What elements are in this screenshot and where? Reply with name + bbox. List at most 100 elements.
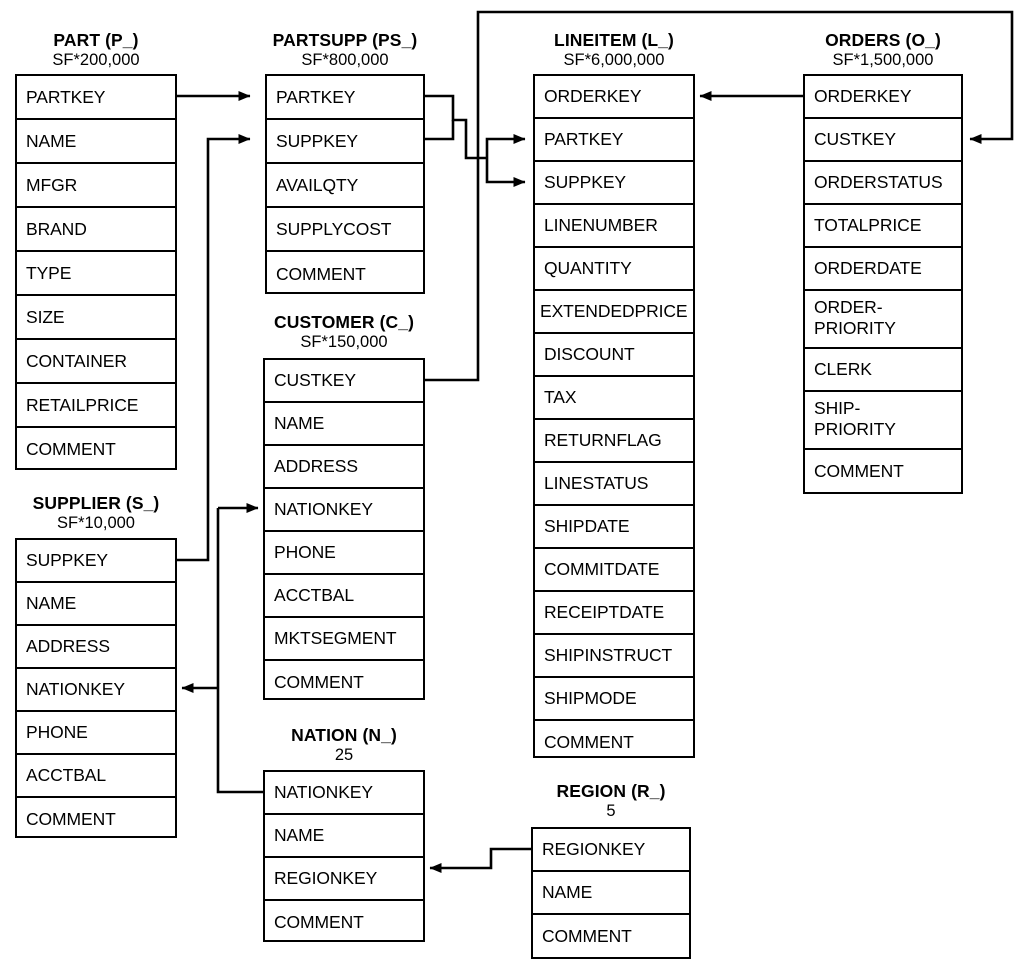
attr-orders-shippriority: SHIP- PRIORITY [805, 392, 961, 450]
attr-lineitem-linenumber: LINENUMBER [535, 205, 693, 248]
attr-nation-nationkey: NATIONKEY [265, 772, 423, 815]
attr-region-comment: COMMENT [542, 926, 632, 946]
entity-supplier-title: SUPPLIER (S_) [32, 493, 160, 513]
attr-partsupp-partkey: PARTKEY [267, 76, 423, 120]
wire-partsupp-lineitem-partkey [485, 134, 526, 158]
attr-orders-orderpriority: ORDER- PRIORITY [805, 291, 961, 349]
entity-lineitem-title: LINEITEM (L_) [554, 30, 674, 50]
attr-lineitem-tax: TAX [535, 377, 693, 420]
attr-customer-mktsegment: MKTSEGMENT [265, 618, 423, 661]
entity-orders-cardinality: SF*1,500,000 [832, 51, 934, 69]
attr-supplier-name: NAME [17, 583, 175, 626]
entity-partsupp-table: PARTKEY SUPPKEY AVAILQTY SUPPLYCOST COMM… [265, 74, 425, 294]
attr-customer-nationkey: NATIONKEY [265, 489, 423, 532]
entity-supplier-cardinality: SF*10,000 [57, 514, 135, 532]
attr-orders-orderdate: ORDERDATE [805, 248, 961, 291]
attr-lineitem-linestatus: LINESTATUS [535, 463, 693, 506]
wire-region-nation [429, 847, 531, 873]
attr-lineitem-extendedprice: EXTENDEDPRICE [535, 291, 693, 334]
attr-lineitem-partkey: PARTKEY [535, 119, 693, 162]
attr-orders-orderstatus: ORDERSTATUS [805, 162, 961, 205]
attr-customer-comment: COMMENT [274, 671, 364, 692]
entity-orders-title: ORDERS (O_) [825, 30, 941, 50]
entity-part: PART (P_) SF*200,000 [15, 30, 177, 71]
attr-supplier-suppkey: SUPPKEY [17, 540, 175, 583]
entity-region-cardinality: 5 [606, 802, 616, 820]
attr-part-brand: BRAND [17, 208, 175, 252]
entity-supplier-table: SUPPKEY NAME ADDRESS NATIONKEY PHONE ACC… [15, 538, 177, 838]
entity-region-table: REGIONKEY NAME COMMENT [531, 827, 691, 959]
attr-supplier-comment: COMMENT [26, 808, 116, 829]
attr-supplier-acctbal: ACCTBAL [17, 755, 175, 798]
entity-region-title: REGION (R_) [556, 781, 666, 801]
wire-partsupp-lineitem-suppkey [485, 158, 526, 187]
wire-partsupp-merge-top [425, 94, 487, 160]
attr-part-type: TYPE [17, 252, 175, 296]
attr-region-regionkey: REGIONKEY [533, 829, 689, 872]
attr-orders-totalprice: TOTALPRICE [805, 205, 961, 248]
attr-orders-custkey: CUSTKEY [805, 119, 961, 162]
entity-orders-table: ORDERKEY CUSTKEY ORDERSTATUS TOTALPRICE … [803, 74, 963, 494]
entity-partsupp: PARTSUPP (PS_) SF*800,000 [265, 30, 425, 71]
entity-lineitem: LINEITEM (L_) SF*6,000,000 [533, 30, 695, 71]
attr-customer-name: NAME [265, 403, 423, 446]
attr-partsupp-availqty: AVAILQTY [267, 164, 423, 208]
attr-part-container: CONTAINER [17, 340, 175, 384]
entity-customer-cardinality: SF*150,000 [300, 333, 388, 351]
entity-part-cardinality: SF*200,000 [52, 51, 140, 69]
entity-lineitem-cardinality: SF*6,000,000 [563, 51, 665, 69]
attr-lineitem-suppkey: SUPPKEY [535, 162, 693, 205]
wire-supplier-partsupp [177, 134, 251, 562]
entity-part-title: PART (P_) [53, 30, 139, 50]
attr-lineitem-shipmode: SHIPMODE [535, 678, 693, 721]
attr-lineitem-returnflag: RETURNFLAG [535, 420, 693, 463]
attr-part-mfgr: MFGR [17, 164, 175, 208]
entity-nation-table: NATIONKEY NAME REGIONKEY COMMENT [263, 770, 425, 942]
wire-partsupp-merge-bottom [425, 120, 455, 141]
attr-part-size: SIZE [17, 296, 175, 340]
entity-customer-title: CUSTOMER (C_) [273, 312, 414, 332]
attr-lineitem-comment: COMMENT [544, 732, 634, 752]
attr-orders-orderkey: ORDERKEY [805, 76, 961, 119]
attr-customer-phone: PHONE [265, 532, 423, 575]
entity-customer-table: CUSTKEY NAME ADDRESS NATIONKEY PHONE ACC… [263, 358, 425, 700]
entity-lineitem-table: ORDERKEY PARTKEY SUPPKEY LINENUMBER QUAN… [533, 74, 695, 758]
attr-part-comment: COMMENT [26, 439, 116, 459]
attr-lineitem-commitdate: COMMITDATE [535, 549, 693, 592]
attr-customer-acctbal: ACCTBAL [265, 575, 423, 618]
attr-lineitem-receiptdate: RECEIPTDATE [535, 592, 693, 635]
entity-partsupp-title: PARTSUPP (PS_) [272, 30, 418, 50]
attr-supplier-nationkey: NATIONKEY [17, 669, 175, 712]
attr-supplier-phone: PHONE [17, 712, 175, 755]
attr-customer-custkey: CUSTKEY [265, 360, 423, 403]
attr-part-name: NAME [17, 120, 175, 164]
attr-region-name: NAME [533, 872, 689, 915]
attr-orders-comment: COMMENT [814, 461, 904, 481]
attr-lineitem-quantity: QUANTITY [535, 248, 693, 291]
attr-partsupp-supplycost: SUPPLYCOST [267, 208, 423, 252]
entity-nation-title: NATION (N_) [291, 725, 397, 745]
entity-supplier: SUPPLIER (S_) SF*10,000 [15, 493, 177, 534]
attr-nation-comment: COMMENT [274, 911, 364, 932]
entity-part-table: PARTKEY NAME MFGR BRAND TYPE SIZE CONTAI… [15, 74, 177, 470]
attr-partsupp-suppkey: SUPPKEY [267, 120, 423, 164]
attr-lineitem-shipdate: SHIPDATE [535, 506, 693, 549]
entity-orders: ORDERS (O_) SF*1,500,000 [803, 30, 963, 71]
attr-nation-regionkey: REGIONKEY [265, 858, 423, 901]
attr-nation-name: NAME [265, 815, 423, 858]
entity-customer: CUSTOMER (C_) SF*150,000 [263, 312, 425, 353]
entity-nation-cardinality: 25 [334, 746, 354, 764]
entity-partsupp-cardinality: SF*800,000 [301, 51, 389, 69]
entity-nation: NATION (N_) 25 [263, 725, 425, 766]
attr-customer-address: ADDRESS [265, 446, 423, 489]
entity-region: REGION (R_) 5 [531, 781, 691, 822]
attr-lineitem-shipinstruct: SHIPINSTRUCT [535, 635, 693, 678]
attr-partsupp-comment: COMMENT [276, 263, 366, 284]
wire-nation-trunk [216, 508, 263, 794]
attr-part-partkey: PARTKEY [17, 76, 175, 120]
attr-part-retailprice: RETAILPRICE [17, 384, 175, 428]
attr-lineitem-discount: DISCOUNT [535, 334, 693, 377]
attr-supplier-address: ADDRESS [17, 626, 175, 669]
attr-lineitem-orderkey: ORDERKEY [535, 76, 693, 119]
